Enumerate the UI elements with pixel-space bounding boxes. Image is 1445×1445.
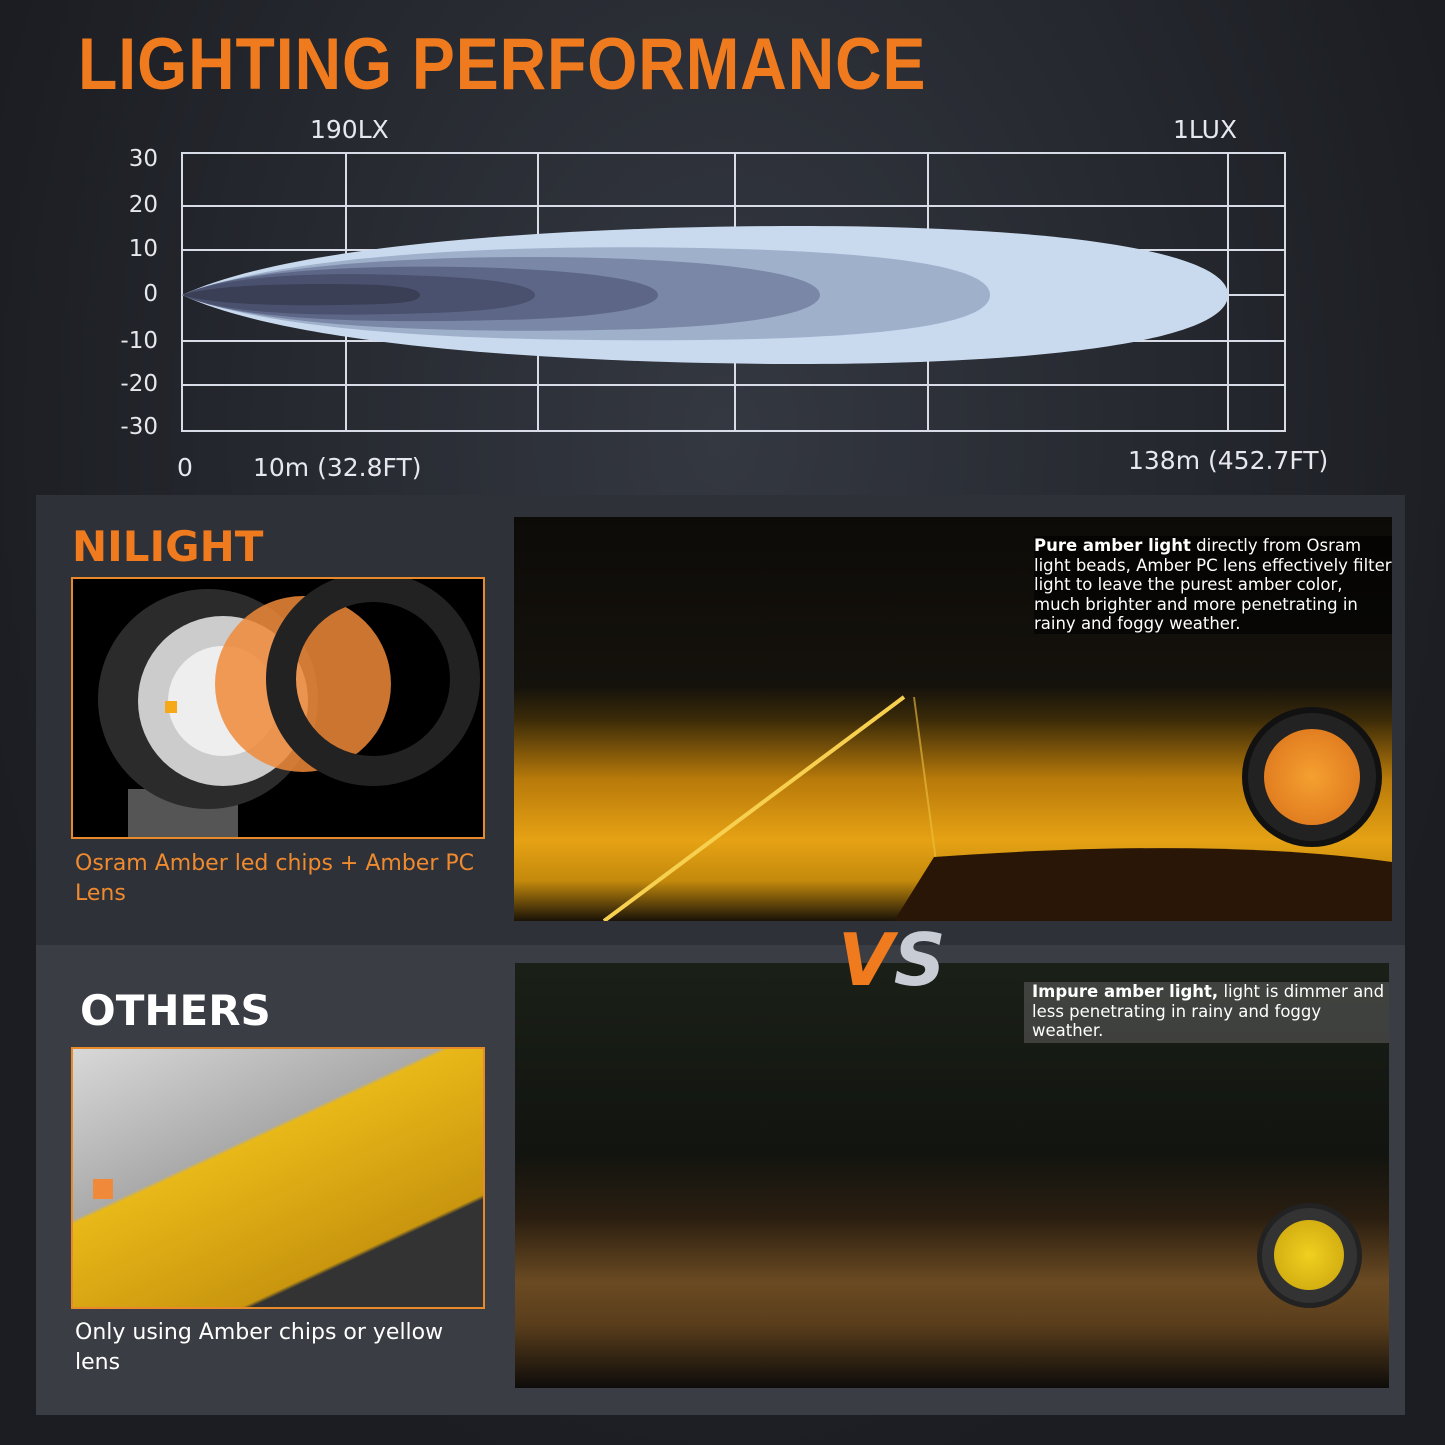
x-label-138m: 138m (452.7FT) <box>1128 446 1329 475</box>
y-tick: -10 <box>120 328 158 354</box>
y-tick: -30 <box>120 414 158 440</box>
y-tick: -20 <box>120 371 158 397</box>
others-caption: Only using Amber chips or yellow lens <box>75 1320 444 1375</box>
nilight-product-image <box>71 577 485 839</box>
exploded-light-illustration <box>98 579 480 837</box>
others-note-text: light is dimmer and less penetrating in … <box>1032 982 1385 1040</box>
page-title: LIGHTING PERFORMANCE <box>78 23 927 105</box>
nilight-note-text: directly from Osram light beads, Amber P… <box>1034 536 1392 633</box>
x-label-10m: 10m (32.8FT) <box>253 453 422 482</box>
nilight-lamp-icon <box>1242 707 1382 847</box>
vs-v: V <box>838 918 894 1002</box>
vs-s: S <box>893 918 946 1002</box>
nilight-caption: Osram Amber led chips + Amber PC Lens <box>75 851 474 906</box>
top-left-label: 190LX <box>310 115 389 144</box>
others-product-image <box>71 1047 485 1309</box>
others-brand: OTHERS <box>80 986 271 1035</box>
y-tick: 10 <box>128 236 158 262</box>
others-forest-photo: Impure amber light, light is dimmer and … <box>515 963 1389 1388</box>
top-right-label: 1LUX <box>1173 115 1238 144</box>
beam-zone-190lx <box>182 284 420 306</box>
grid-frame <box>181 152 1286 432</box>
amber-chip <box>93 1179 113 1199</box>
others-lamp-icon <box>1257 1203 1362 1308</box>
others-note-bold: Impure amber light, <box>1032 982 1219 1001</box>
y-tick: 30 <box>128 146 158 172</box>
nilight-note-bold: Pure amber light <box>1034 536 1191 555</box>
road-lines <box>602 695 1392 921</box>
nilight-note: Pure amber light directly from Osram lig… <box>1034 536 1392 634</box>
beam <box>182 226 1228 364</box>
vs-badge: VS <box>838 918 946 1002</box>
y-tick: 0 <box>143 281 158 307</box>
others-note: Impure amber light, light is dimmer and … <box>1024 982 1389 1043</box>
beam-pattern-chart <box>181 152 1286 432</box>
nilight-road-photo: Pure amber light directly from Osram lig… <box>514 517 1392 921</box>
nilight-brand: NILIGHT <box>72 522 264 571</box>
x-label-0: 0 <box>177 453 193 482</box>
y-tick: 20 <box>128 192 158 218</box>
